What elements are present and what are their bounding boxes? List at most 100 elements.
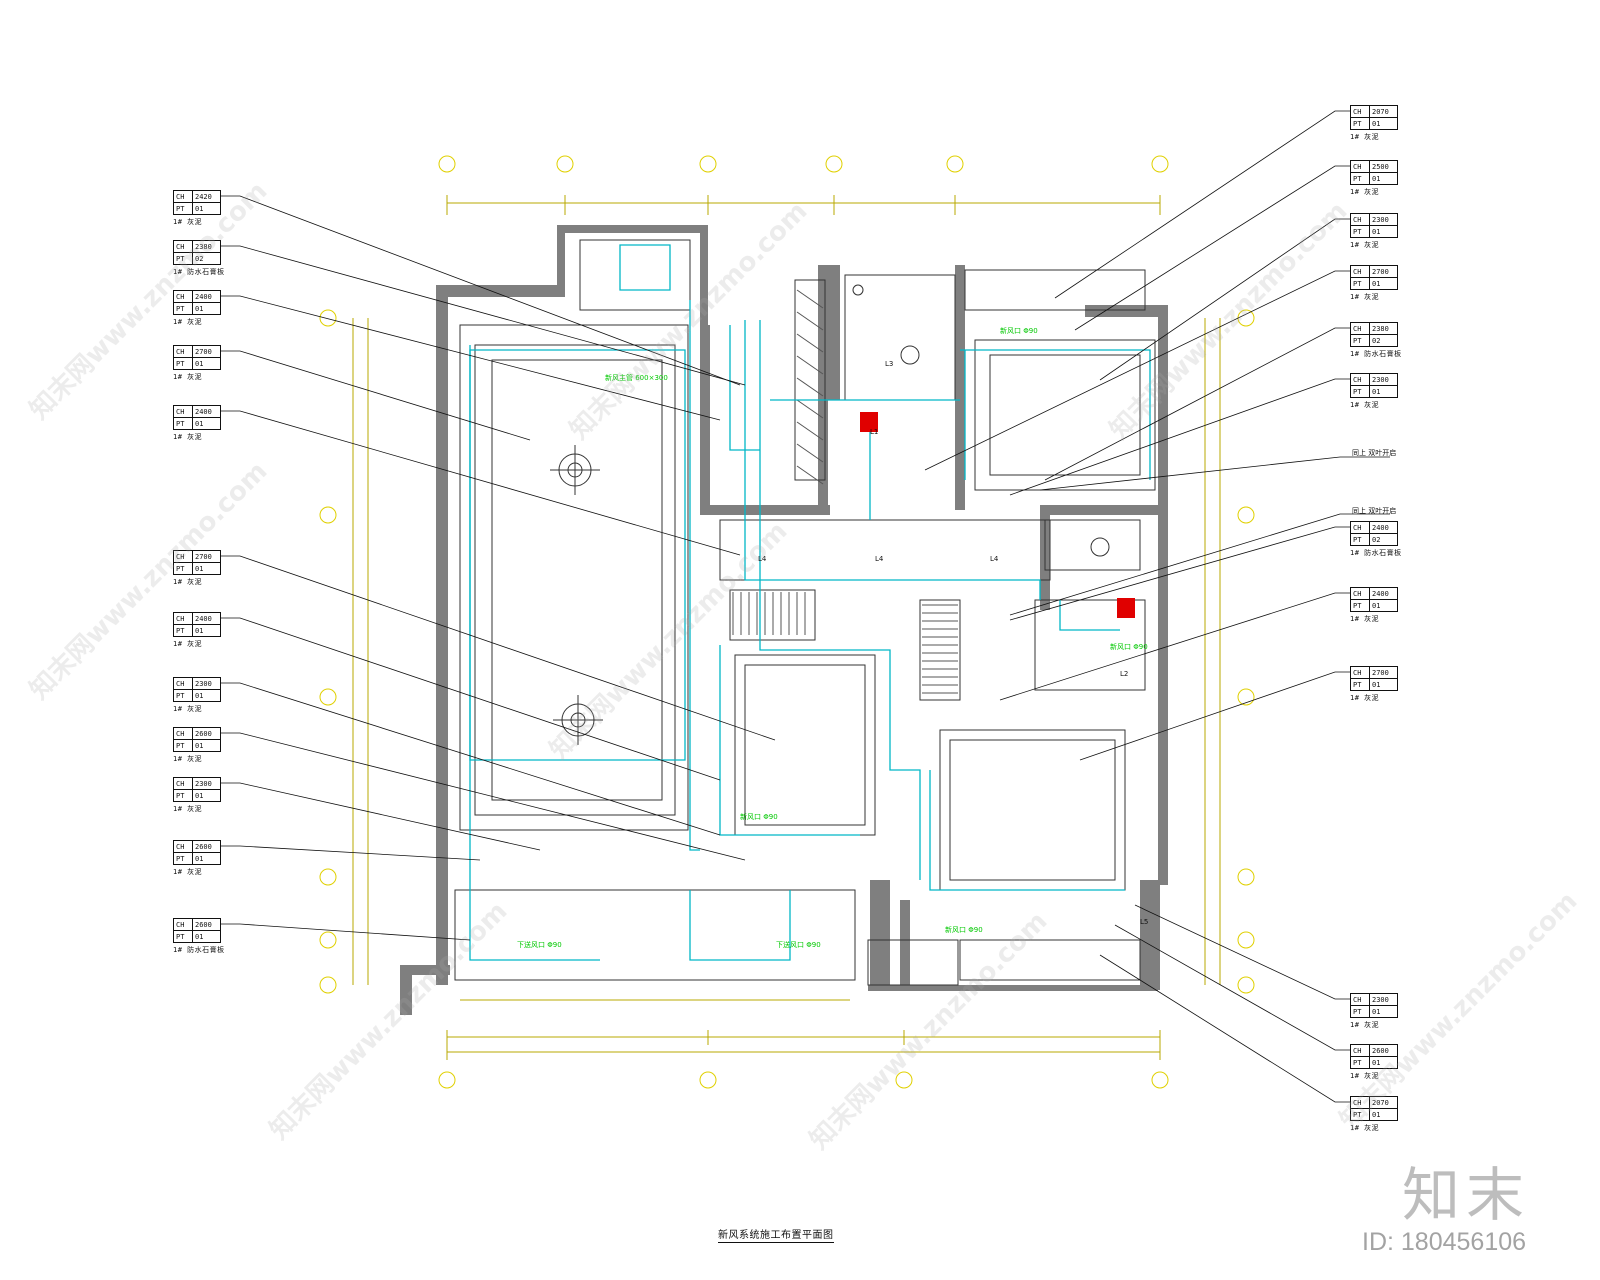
tag-key-ch: CH xyxy=(1350,521,1370,534)
tag-key-ch: CH xyxy=(1350,993,1370,1006)
leader-line xyxy=(221,195,741,386)
grid-bubble xyxy=(319,868,337,886)
grid-bubble xyxy=(438,1071,456,1089)
tag-key-ch: CH xyxy=(173,840,193,853)
tag-material-note: 1# 灰泥 xyxy=(173,755,203,763)
walls xyxy=(400,225,1168,1015)
tag-ceiling-height: 2380 xyxy=(1369,322,1398,335)
hatch-line xyxy=(796,443,824,463)
tag-material-note: 1# 防水石膏板 xyxy=(173,268,225,276)
tag-key-ch: CH xyxy=(173,777,193,790)
tag-key-pt: PT xyxy=(173,930,193,943)
tag-key-ch: CH xyxy=(1350,213,1370,226)
fan-units xyxy=(860,412,1135,618)
grid-bubble xyxy=(946,155,964,173)
tag-key-pt: PT xyxy=(173,417,193,430)
room-outlines xyxy=(454,239,1156,986)
light-label-l3: L3 xyxy=(885,360,894,368)
tag-ceiling-height: 2300 xyxy=(1369,993,1398,1006)
tag-key-pt: PT xyxy=(173,689,193,702)
tag-paint-type: 01 xyxy=(192,357,221,370)
leader-line xyxy=(1044,327,1350,481)
tag-material-note: 1# 防水石膏板 xyxy=(1350,549,1402,557)
tag-ceiling-height: 2500 xyxy=(1369,160,1398,173)
tag-material-note: 1# 灰泥 xyxy=(173,218,203,226)
tag-ceiling-height: 2300 xyxy=(1369,213,1398,226)
tag-key-pt: PT xyxy=(1350,172,1370,185)
leader-line xyxy=(221,782,541,851)
tag-paint-type: 01 xyxy=(192,417,221,430)
diffuser-label: 新风口 Φ90 xyxy=(945,926,983,934)
grid-bubble xyxy=(1151,155,1169,173)
tag-key-ch: CH xyxy=(173,918,193,931)
hatch-line xyxy=(796,377,824,397)
diffuser-label: 新风口 Φ90 xyxy=(1110,643,1148,651)
hatch-line xyxy=(796,355,824,375)
tag-ceiling-height: 2400 xyxy=(192,405,221,418)
image-id: ID: 180456106 xyxy=(1362,1228,1527,1256)
leader-line xyxy=(221,617,721,781)
grid-bubble xyxy=(319,931,337,949)
tag-key-pt: PT xyxy=(1350,1056,1370,1069)
grid-bubble xyxy=(1237,506,1255,524)
leader-line xyxy=(924,270,1350,471)
tag-key-ch: CH xyxy=(173,677,193,690)
grid-bubble xyxy=(319,309,337,327)
tag-ceiling-height: 2400 xyxy=(1369,587,1398,600)
tag-paint-type: 01 xyxy=(192,789,221,802)
tag-paint-type: 01 xyxy=(1369,1056,1398,1069)
tag-material-note: 1# 防水石膏板 xyxy=(1350,350,1402,358)
hatch-line xyxy=(796,421,824,441)
leader-line xyxy=(221,410,741,556)
tag-ceiling-height: 2400 xyxy=(1369,521,1398,534)
tag-paint-type: 01 xyxy=(1369,678,1398,691)
tag-key-pt: PT xyxy=(1350,385,1370,398)
tag-ceiling-height: 2400 xyxy=(192,612,221,625)
leader-line xyxy=(221,245,746,386)
tag-key-ch: CH xyxy=(173,727,193,740)
hatch-line xyxy=(796,311,824,331)
tag-material-note: 1# 灰泥 xyxy=(173,868,203,876)
leader-line xyxy=(221,845,481,861)
tag-material-note: 1# 灰泥 xyxy=(1350,293,1380,301)
tag-paint-type: 01 xyxy=(192,202,221,215)
leader-line xyxy=(1074,165,1350,331)
cabinet-hatching xyxy=(732,289,958,694)
leader-line xyxy=(221,555,776,741)
tag-paint-type: 01 xyxy=(1369,172,1398,185)
leader-line xyxy=(221,350,531,441)
leader-line xyxy=(221,295,721,421)
leader-line xyxy=(1009,378,1350,496)
grid-bubble xyxy=(1237,931,1255,949)
tag-material-note: 1# 灰泥 xyxy=(1350,401,1380,409)
tag-ceiling-height: 2700 xyxy=(1369,265,1398,278)
tag-key-ch: CH xyxy=(1350,322,1370,335)
tag-paint-type: 01 xyxy=(192,689,221,702)
grid-bubble xyxy=(319,688,337,706)
light-label-l4: L4 xyxy=(990,555,999,563)
tag-key-pt: PT xyxy=(1350,225,1370,238)
tag-paint-type: 02 xyxy=(1369,334,1398,347)
grid-bubble xyxy=(895,1071,913,1089)
tag-material-note: 1# 灰泥 xyxy=(1350,615,1380,623)
tag-key-pt: PT xyxy=(173,202,193,215)
tag-ceiling-height: 2420 xyxy=(192,190,221,203)
tag-key-ch: CH xyxy=(173,190,193,203)
tag-paint-type: 01 xyxy=(192,739,221,752)
tag-ceiling-height: 2700 xyxy=(1369,666,1398,679)
diffuser-label: 新风口 Φ90 xyxy=(1000,327,1038,335)
tag-key-pt: PT xyxy=(1350,117,1370,130)
grid-bubble xyxy=(556,155,574,173)
tag-ceiling-height: 2400 xyxy=(192,290,221,303)
leader-line xyxy=(999,592,1350,701)
dimension-sides xyxy=(352,318,1221,985)
